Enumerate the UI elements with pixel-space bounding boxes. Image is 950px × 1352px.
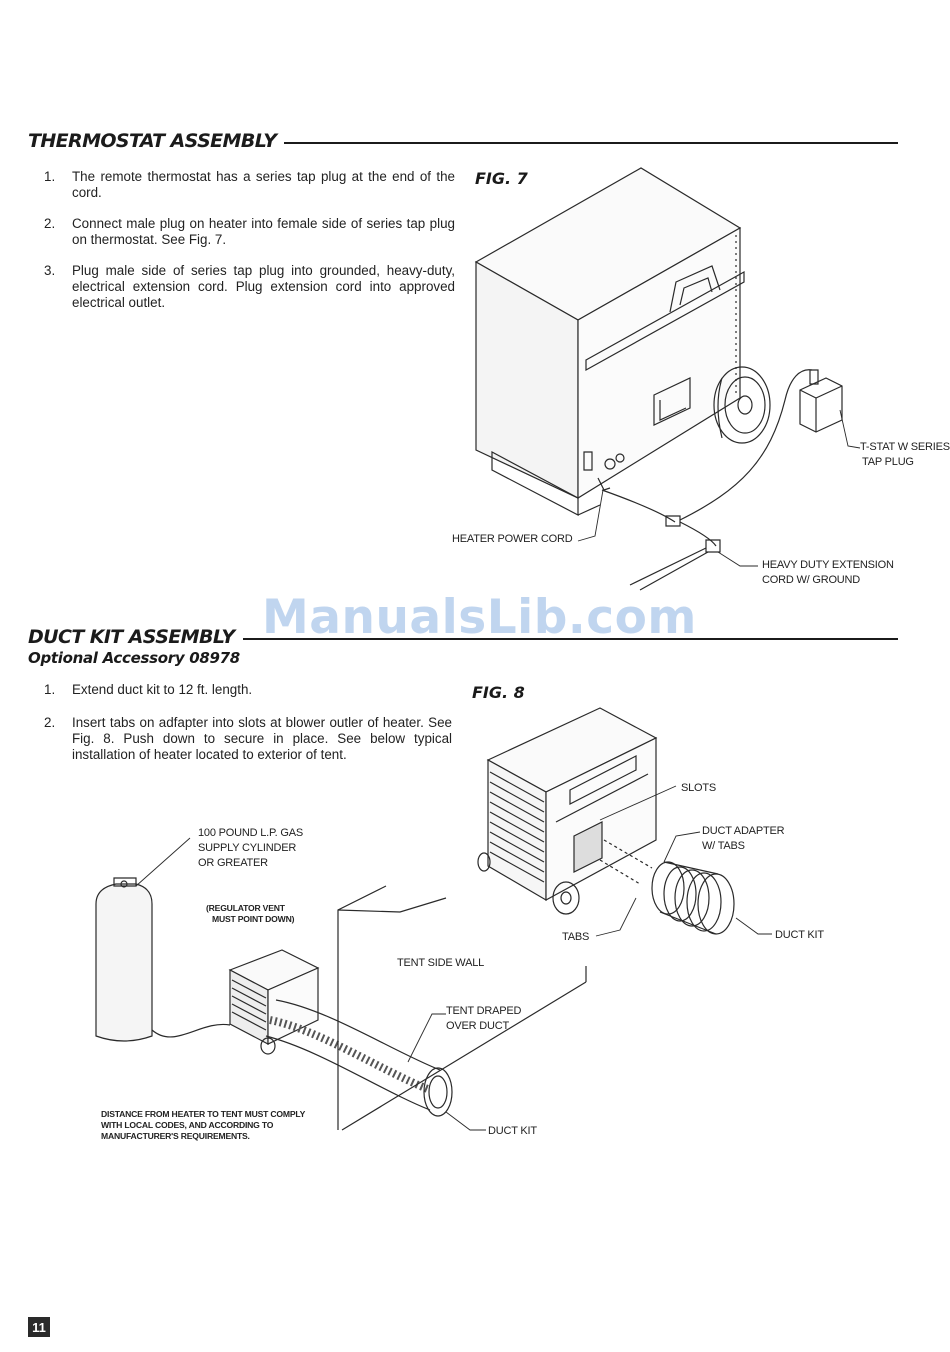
- slots-callout: SLOTS: [681, 782, 717, 794]
- thermostat-step-1: 1.The remote thermostat has a series tap…: [44, 169, 455, 200]
- duct-adapter-callout: DUCT ADAPTER W/ TABS: [702, 825, 785, 852]
- tent-installation-drawing: [80, 820, 600, 1160]
- tabs-callout: TABS: [562, 931, 590, 943]
- lp-gas-cylinder-callout: 100 POUND L.P. GAS SUPPLY CYLINDER OR GR…: [198, 827, 304, 869]
- thermostat-section-header: THERMOSTAT ASSEMBLY: [28, 130, 898, 152]
- thermostat-steps: 1.The remote thermostat has a series tap…: [44, 169, 455, 326]
- fig7-label: FIG. 7: [475, 169, 528, 188]
- duct-subtitle: Optional Accessory 08978: [28, 649, 240, 667]
- section-rule: [242, 637, 898, 640]
- duct-section-header: DUCT KIT ASSEMBLY: [28, 626, 898, 648]
- tstat-callout: T-STAT W SERIES TAP PLUG: [860, 441, 950, 468]
- distance-note: DISTANCE FROM HEATER TO TENT MUST COMPLY…: [101, 1109, 306, 1141]
- duct-step-1: 1.Extend duct kit to 12 ft. length.: [44, 682, 253, 697]
- regulator-vent-note: (REGULATOR VENT MUST POINT DOWN): [206, 903, 295, 924]
- thermostat-title: THERMOSTAT ASSEMBLY: [28, 130, 277, 152]
- duct-step-2: 2.Insert tabs on adfapter into slots at …: [44, 715, 452, 762]
- fig7-heater-drawing: [440, 160, 950, 600]
- duct-steps: 1.Extend duct kit to 12 ft. length. 2.In…: [44, 682, 452, 778]
- section-rule: [284, 141, 898, 144]
- duct-kit-callout: DUCT KIT: [775, 929, 824, 941]
- tent-side-wall-callout: TENT SIDE WALL: [397, 957, 485, 969]
- install-duct-kit-callout: DUCT KIT: [488, 1125, 537, 1137]
- fig8-label: FIG. 8: [472, 683, 525, 702]
- watermark: ManualsLib.com: [262, 590, 697, 645]
- thermostat-step-2: 2.Connect male plug on heater into femal…: [44, 216, 455, 247]
- power-cord-callout: HEATER POWER CORD: [452, 533, 573, 545]
- page-number: 11: [28, 1317, 50, 1337]
- tent-draped-callout: TENT DRAPED OVER DUCT: [446, 1005, 522, 1032]
- extension-cord-callout: HEAVY DUTY EXTENSION CORD W/ GROUND: [762, 559, 894, 586]
- fig8-duct-drawing: [470, 700, 790, 950]
- thermostat-step-3: 3.Plug male side of series tap plug into…: [44, 263, 455, 310]
- duct-title: DUCT KIT ASSEMBLY: [28, 626, 235, 648]
